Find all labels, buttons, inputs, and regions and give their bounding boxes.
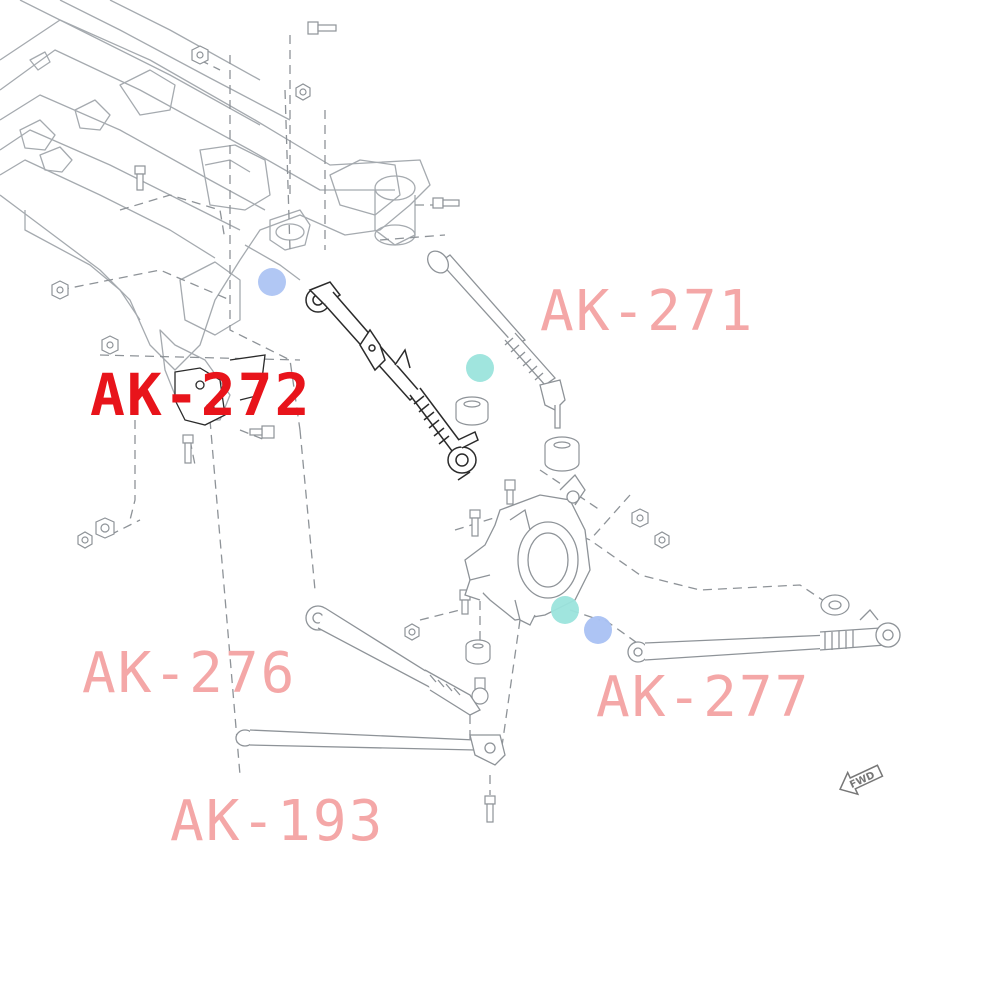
fasteners	[51, 21, 670, 823]
ak271-arm	[427, 250, 566, 429]
ak193-arm	[235, 729, 506, 766]
bushings	[455, 396, 850, 705]
indicator-dot-teal-1	[466, 354, 494, 382]
part-label-ak277[interactable]: AK-277	[596, 665, 811, 730]
ak272-arm[interactable]	[305, 281, 479, 481]
rear-subframe	[0, 0, 431, 421]
part-label-ak271[interactable]: AK-271	[540, 279, 755, 344]
forward-direction-arrow-icon: FWD	[839, 764, 884, 796]
part-label-ak276[interactable]: AK-276	[82, 641, 297, 706]
ak272-mount-bracket	[174, 354, 266, 426]
part-label-ak193[interactable]: AK-193	[170, 789, 385, 854]
rear-knuckle-hub	[464, 473, 591, 626]
indicator-dots	[258, 268, 612, 644]
indicator-dot-blue-1	[258, 268, 286, 296]
indicator-dot-blue-2	[584, 616, 612, 644]
ak277-arm	[627, 609, 901, 663]
indicator-dot-teal-2	[551, 596, 579, 624]
ak276-arm	[305, 605, 481, 716]
part-label-ak272[interactable]: AK-272	[90, 361, 312, 429]
